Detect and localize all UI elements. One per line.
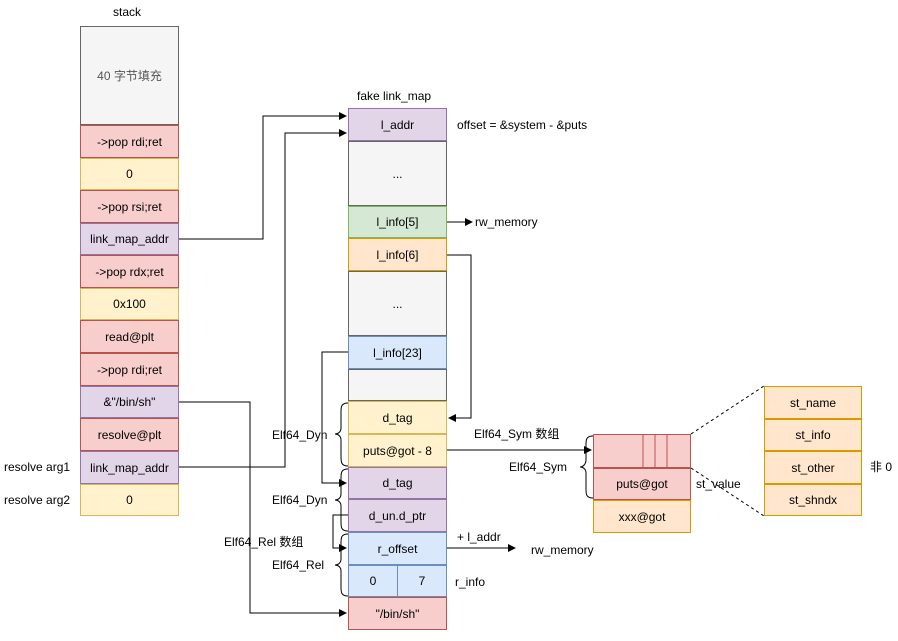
stack-row-pop-rdi-1: ->pop rdi;ret (80, 125, 179, 158)
stack-row-zero-2: 0 (80, 484, 179, 516)
dyn2-d-tag: d_tag (348, 467, 447, 499)
brace-elf64-rel (334, 533, 349, 597)
stack-row-pop-rdx: ->pop rdx;ret (80, 255, 179, 288)
rel-r-info-low: 0 (348, 565, 398, 597)
stack-row-binsh-addr: &"/bin/sh" (80, 386, 179, 418)
elf64-sym-label: Elf64_Sym (509, 460, 568, 474)
link-map-l-info-23: l_info[23] (348, 336, 447, 369)
rw-memory-label-1: rw_memory (475, 215, 538, 229)
elf64-sym-array-label: Elf64_Sym 数组 (474, 427, 560, 441)
st-value-label: st_value (696, 477, 741, 491)
link-map-title: fake link_map (357, 89, 432, 103)
dyn1-d-tag: d_tag (348, 401, 447, 434)
stack-row-link-map-addr-2: link_map_addr (80, 451, 179, 484)
link-map-binsh: "/bin/sh" (348, 597, 447, 630)
brace-elf64-sym (579, 435, 594, 499)
rel-r-offset: r_offset (348, 532, 447, 565)
stack-row-pop-rsi: ->pop rsi;ret (80, 190, 179, 223)
rw-memory-label-2: rw_memory (531, 543, 594, 557)
link-map-l-info-5: l_info[5] (348, 206, 447, 238)
stack-row-resolve-plt: resolve@plt (80, 418, 179, 451)
link-map-dots-2: ... (348, 271, 447, 336)
resolve-arg1-label: resolve arg1 (4, 460, 71, 474)
arrow-d-un-d-ptr-to-rel (332, 514, 348, 552)
link-map-gap (348, 369, 447, 401)
arrow-link-map-addr-2-to-l-addr (179, 129, 347, 468)
rel-r-info-high: 7 (397, 565, 447, 597)
stack-row-zero-1: 0 (80, 158, 179, 190)
r-info-label: r_info (455, 575, 486, 589)
dyn2-d-un-d-ptr: d_un.d_ptr (348, 499, 447, 532)
link-map-l-addr: l_addr (348, 108, 447, 141)
brace-elf64-dyn-2 (334, 468, 349, 532)
resolve-arg2-label: resolve arg2 (4, 493, 71, 507)
sym-xxx-got: xxx@got (593, 500, 691, 533)
sym-st-info: st_info (764, 419, 862, 451)
brace-elf64-dyn-1 (334, 402, 349, 467)
stack-title: stack (113, 5, 142, 19)
stack-padding: 40 字节填充 (80, 26, 179, 125)
sym-st-other: st_other (764, 451, 862, 484)
nonzero-label: 非 0 (870, 460, 893, 474)
sym-st-shndx: st_shndx (764, 484, 862, 516)
sym-puts-got: puts@got (593, 468, 691, 500)
plus-l-addr-label: + l_addr (457, 530, 501, 544)
arrow-l-info-23-to-dyn2 (321, 351, 348, 487)
elf64-rel-array-label: Elf64_Rel 数组 (224, 535, 304, 549)
dashed-expand-bottom (690, 467, 765, 517)
sym-fields-cell (593, 434, 691, 468)
arrow-link-map-addr-1-to-l-addr (179, 112, 347, 240)
dyn1-puts-got-minus-8: puts@got - 8 (348, 434, 447, 467)
sym-st-name: st_name (764, 386, 862, 419)
offset-note: offset = &system - &puts (457, 118, 588, 132)
stack-row-pop-rdi-2: ->pop rdi;ret (80, 353, 179, 386)
dashed-expand-top (690, 385, 765, 435)
elf64-rel-label: Elf64_Rel (272, 558, 325, 572)
elf64-dyn-label-1: Elf64_Dyn (272, 428, 328, 442)
stack-row-link-map-addr-1: link_map_addr (80, 223, 179, 255)
arrow-l-info-6-to-dyn1 (447, 254, 472, 422)
stack-row-read-plt: read@plt (80, 320, 179, 353)
stack-row-0x100: 0x100 (80, 288, 179, 320)
elf64-dyn-label-2: Elf64_Dyn (272, 493, 328, 507)
link-map-dots-1: ... (348, 141, 447, 206)
link-map-l-info-6: l_info[6] (348, 238, 447, 271)
